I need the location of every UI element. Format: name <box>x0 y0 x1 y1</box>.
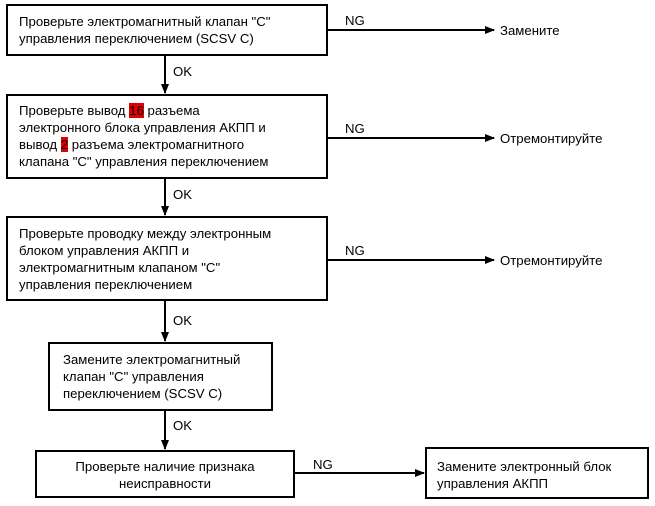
final-action-box: Замените электронный блок управления АКП… <box>425 447 649 499</box>
step-2-line-1-prefix: Проверьте вывод <box>19 103 130 118</box>
step-1-text: Проверьте электромагнитный клапан "С" уп… <box>19 13 270 47</box>
ng-label-4: NG <box>313 457 333 472</box>
ng-label-1: NG <box>345 13 365 28</box>
step-2-line-1: Проверьте вывод 16 разъема <box>19 102 268 119</box>
ok-label-3: OK <box>173 313 193 328</box>
step-5-text: Проверьте наличие признака неисправности <box>37 458 293 492</box>
ok-label-4: OK <box>173 418 193 433</box>
ok-label-1: OK <box>173 64 193 79</box>
step-3-line-3: электромагнитным клапаном "С" <box>19 260 221 275</box>
step-4-line-3: переключением (SCSV C) <box>63 386 223 401</box>
step-1-line-2: управления переключением (SCSV C) <box>19 31 254 46</box>
final-action-line-2: управления АКПП <box>437 476 549 491</box>
step-3-line-4: управления переключением <box>19 277 193 292</box>
outcome-replace: Замените <box>500 23 560 38</box>
ng-label-3: NG <box>345 243 365 258</box>
step-2-text: Проверьте вывод 16 разъема электронного … <box>19 102 268 170</box>
step-4-text: Замените электромагнитный клапан "С" упр… <box>63 351 240 402</box>
step-4-line-2: клапан "С" управления <box>63 369 204 384</box>
final-action-text: Замените электронный блок управления АКП… <box>437 458 611 492</box>
pin-number-highlight-1: 16 <box>129 103 144 118</box>
step-box-4: Замените электромагнитный клапан "С" упр… <box>48 342 273 411</box>
step-2-line-2: электронного блока управления АКПП и <box>19 120 266 135</box>
step-3-line-2: блоком управления АКПП и <box>19 243 190 258</box>
pin-number-highlight-2: 2 <box>60 137 69 152</box>
step-2-line-3: вывод 2 разъема электромагнитного <box>19 136 268 153</box>
step-box-5: Проверьте наличие признака неисправности <box>35 450 295 498</box>
final-action-line-1: Замените электронный блок <box>437 459 612 474</box>
step-5-line-2: неисправности <box>118 476 211 491</box>
outcome-repair-1: Отремонтируйте <box>500 131 603 146</box>
step-2-line-4: клапана "С" управления переключением <box>19 154 269 169</box>
step-box-2: Проверьте вывод 16 разъема электронного … <box>6 94 328 179</box>
step-2-line-3-prefix: вывод <box>19 137 61 152</box>
step-1-line-1: Проверьте электромагнитный клапан "С" <box>19 14 271 29</box>
ok-label-2: OK <box>173 187 193 202</box>
step-box-3: Проверьте проводку между электронным бло… <box>6 216 328 301</box>
step-box-1: Проверьте электромагнитный клапан "С" уп… <box>6 4 328 56</box>
ng-label-2: NG <box>345 121 365 136</box>
step-4-line-1: Замените электромагнитный <box>63 352 241 367</box>
step-5-line-1: Проверьте наличие признака <box>75 459 255 474</box>
step-2-line-3-suffix: разъема электромагнитного <box>68 137 245 152</box>
step-3-text: Проверьте проводку между электронным бло… <box>19 225 271 293</box>
outcome-repair-2: Отремонтируйте <box>500 253 603 268</box>
step-2-line-1-suffix: разъема <box>143 103 200 118</box>
step-3-line-1: Проверьте проводку между электронным <box>19 226 272 241</box>
